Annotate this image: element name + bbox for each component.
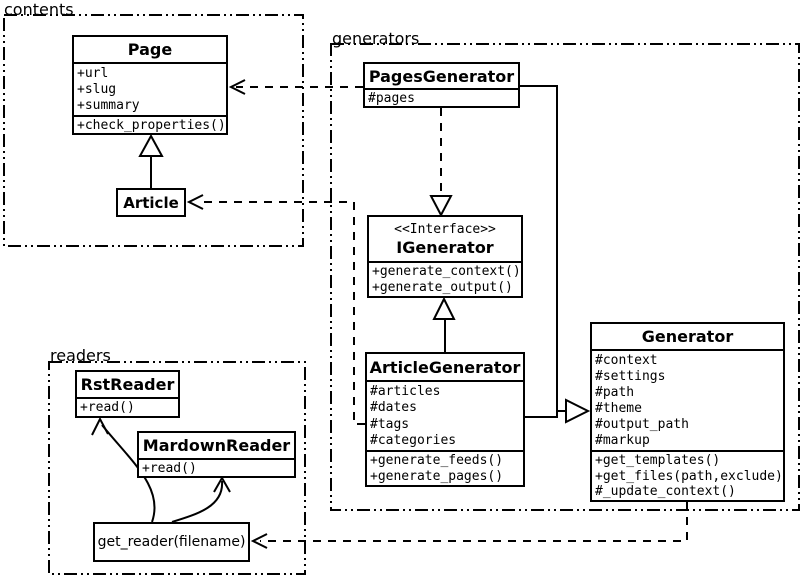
class-rstreader: RstReader +read() xyxy=(75,370,180,418)
method: #_update_context() xyxy=(595,483,736,499)
method: +get_templates() xyxy=(595,453,721,469)
class-pagesgenerator-attributes: #pages xyxy=(365,88,518,106)
package-readers-label: readers xyxy=(50,346,111,365)
method: +read() xyxy=(80,400,135,415)
inheritance-article-page-triangle-icon xyxy=(138,133,164,157)
class-igenerator-methods: +generate_context() +generate_output() xyxy=(369,261,521,296)
class-generator-title: Generator xyxy=(641,327,734,346)
attribute: #theme xyxy=(595,401,642,416)
class-markdownreader-title: MardownReader xyxy=(142,436,291,455)
dependency-page-arrowhead-icon xyxy=(228,79,246,95)
generalization-generator-triangle-icon xyxy=(565,398,591,424)
class-page: Page +url +slug +summary +check_properti… xyxy=(72,35,228,135)
arrow-rstreader-arrowhead-icon xyxy=(91,416,109,436)
realization-pagesgenerator-igenerator-triangle-icon xyxy=(429,195,453,218)
package-generators-label: generators xyxy=(332,29,420,48)
class-markdownreader: MardownReader +read() xyxy=(137,431,296,478)
attribute: #pages xyxy=(368,90,415,106)
attribute: +summary xyxy=(77,98,140,113)
class-igenerator: <<Interface>> IGenerator +generate_conte… xyxy=(367,215,523,298)
attribute: +slug xyxy=(77,82,117,97)
package-readers-border xyxy=(48,361,306,575)
package-contents-border xyxy=(3,14,304,247)
class-igenerator-title: IGenerator xyxy=(396,237,494,257)
function-get-reader-label: get_reader(filename) xyxy=(97,534,246,550)
attribute: #settings xyxy=(595,369,666,384)
class-rstreader-title: RstReader xyxy=(80,375,175,394)
class-page-methods: +check_properties() xyxy=(74,115,226,133)
arrow-markdownreader-arrowhead-icon xyxy=(213,475,231,493)
attribute: #articles xyxy=(370,384,441,400)
dependency-article-arrowhead-icon xyxy=(186,194,204,210)
class-igenerator-stereotype: <<Interface>> xyxy=(394,221,496,237)
class-articlegenerator-title: ArticleGenerator xyxy=(369,357,521,377)
class-articlegenerator-attributes: #articles #dates #tags #categories xyxy=(367,380,523,450)
method: +check_properties() xyxy=(77,117,226,133)
class-articlegenerator-methods: +generate_feeds() +generate_pages() xyxy=(367,450,523,485)
attribute: #context xyxy=(595,353,658,368)
attribute: #output_path xyxy=(595,417,689,432)
class-markdownreader-methods: +read() xyxy=(139,458,294,476)
class-generator-methods: +get_templates() +get_files(path,exclude… xyxy=(592,450,783,500)
method: +generate_output() xyxy=(372,279,513,295)
attribute: +url xyxy=(77,66,109,81)
class-article-title: Article xyxy=(123,193,179,212)
class-rstreader-methods: +read() xyxy=(77,397,178,416)
attribute: #path xyxy=(595,385,635,400)
class-pagesgenerator-title: PagesGenerator xyxy=(368,66,515,86)
generalization-pagesgenerator-generator-line xyxy=(520,85,566,412)
class-page-attributes: +url +slug +summary xyxy=(74,62,226,115)
method: +read() xyxy=(142,460,197,476)
class-generator: Generator #context #settings #path #them… xyxy=(590,322,785,502)
attribute: #categories xyxy=(370,432,457,448)
attribute: #dates xyxy=(370,400,417,416)
generalization-articlegenerator-igenerator-triangle-icon xyxy=(432,296,456,320)
attribute: #markup xyxy=(595,433,650,448)
class-articlegenerator: ArticleGenerator #articles #dates #tags … xyxy=(365,352,525,487)
method: +generate_pages() xyxy=(370,468,504,484)
class-igenerator-header: <<Interface>> IGenerator xyxy=(369,217,521,261)
class-article: Article xyxy=(116,188,186,217)
method: +get_files(path,exclude) xyxy=(595,468,783,484)
class-page-title: Page xyxy=(127,40,173,59)
package-generators-border xyxy=(330,43,800,511)
arrow-getreader-markdownreader-curve xyxy=(171,480,224,523)
function-get-reader: get_reader(filename) xyxy=(93,522,250,562)
dependency-articlegenerator-article-line xyxy=(197,201,365,425)
generalization-articlegenerator-generator-line xyxy=(525,411,558,418)
class-generator-attributes: #context #settings #path #theme #output_… xyxy=(592,349,783,450)
class-pagesgenerator: PagesGenerator #pages xyxy=(363,62,520,108)
dependency-getreader-arrowhead-icon xyxy=(250,533,268,549)
method: +generate_feeds() xyxy=(370,453,504,469)
attribute: #tags xyxy=(370,416,410,432)
dependency-generator-getreader-line xyxy=(260,502,688,542)
method: +generate_context() xyxy=(372,264,521,280)
package-contents-label: contents xyxy=(4,0,74,19)
